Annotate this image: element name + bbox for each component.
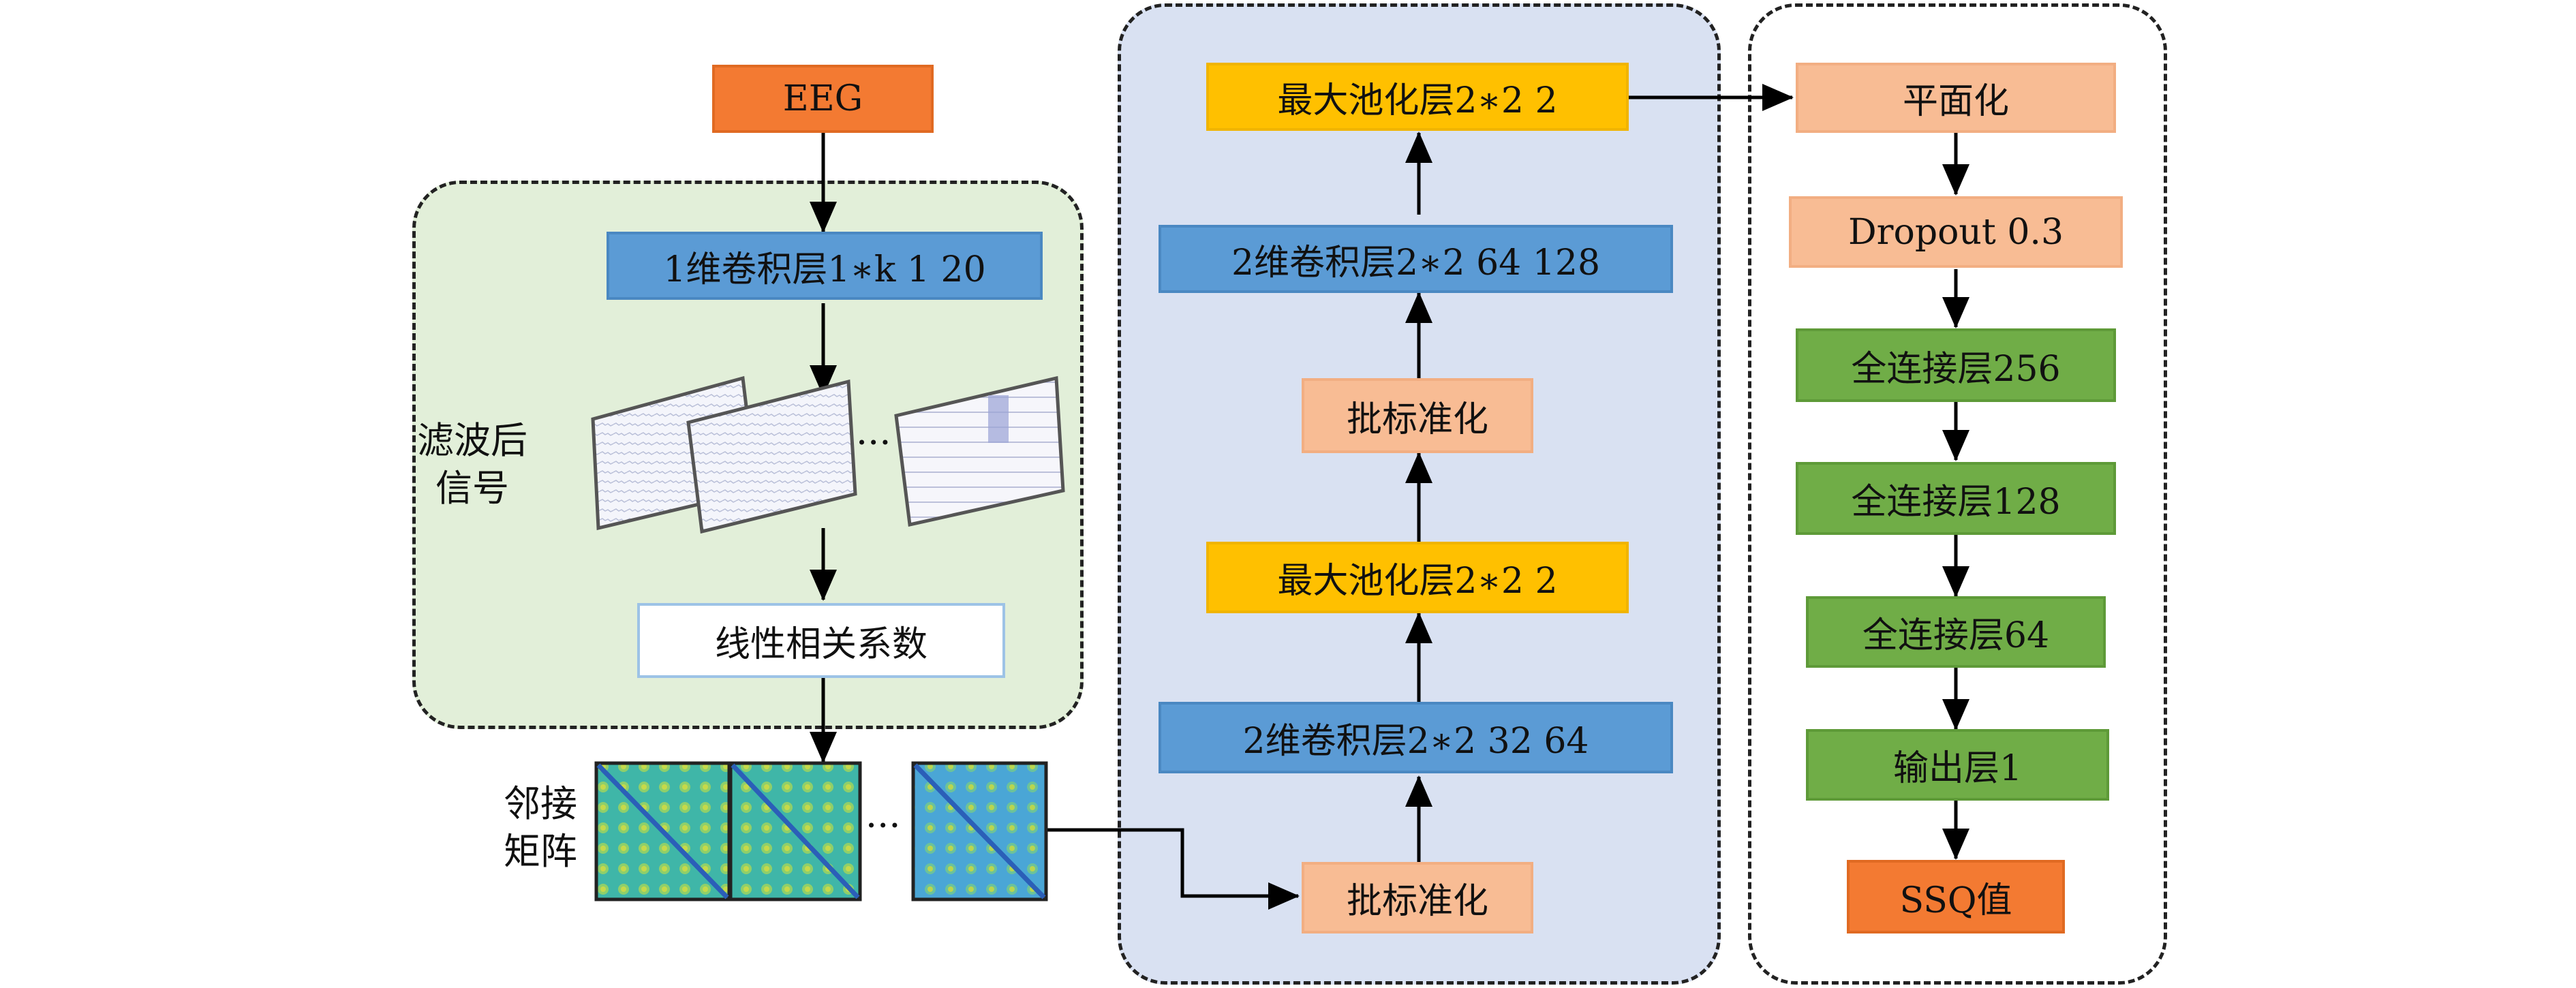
adjacency-matrix-label: 邻接 矩阵	[482, 780, 598, 876]
fc256-box: 全连接层256	[1796, 328, 2116, 402]
filtered-signal-label: 滤波后 信号	[414, 417, 530, 512]
arrow-adjacency-bn	[1046, 828, 1300, 910]
signals-ellipsis: ···	[856, 421, 891, 464]
dropout-box: Dropout 0.3	[1789, 196, 2123, 268]
filtered-signal-label-line2: 信号	[435, 467, 509, 510]
adjacency-matrix-3	[911, 761, 1048, 901]
adjacency-matrix-2	[729, 761, 862, 901]
output-layer-box: 输出层1	[1806, 729, 2109, 801]
fc128-box: 全连接层128	[1796, 462, 2116, 535]
conv1d-layer-box: 1维卷积层1∗k 1 20	[607, 232, 1043, 300]
adjacency-label-line1: 邻接	[504, 782, 577, 825]
conv2d-top-box: 2维卷积层2∗2 64 128	[1159, 225, 1673, 293]
flatten-box: 平面化	[1796, 63, 2116, 133]
conv2d-bottom-box: 2维卷积层2∗2 32 64	[1159, 702, 1673, 773]
adjacency-matrix-1	[594, 761, 731, 901]
matrices-ellipsis: ···	[865, 804, 901, 847]
fc64-box: 全连接层64	[1806, 596, 2106, 668]
filtered-signal-label-line1: 滤波后	[417, 419, 527, 462]
adjacency-label-line2: 矩阵	[504, 830, 577, 873]
batchnorm-bottom-box: 批标准化	[1302, 862, 1533, 933]
maxpool-top-box: 最大池化层2∗2 2	[1206, 63, 1629, 131]
ssq-output-box: SSQ值	[1847, 860, 2065, 933]
signal-sheet-3-highlight	[988, 395, 1009, 443]
signal-sheet-2	[686, 379, 857, 534]
maxpool-bottom-box: 最大池化层2∗2 2	[1206, 542, 1629, 613]
linear-correlation-box: 线性相关系数	[637, 603, 1005, 678]
batchnorm-top-box: 批标准化	[1302, 378, 1533, 453]
signal-sheet-3	[894, 375, 1065, 527]
eeg-input-box: EEG	[712, 65, 934, 133]
